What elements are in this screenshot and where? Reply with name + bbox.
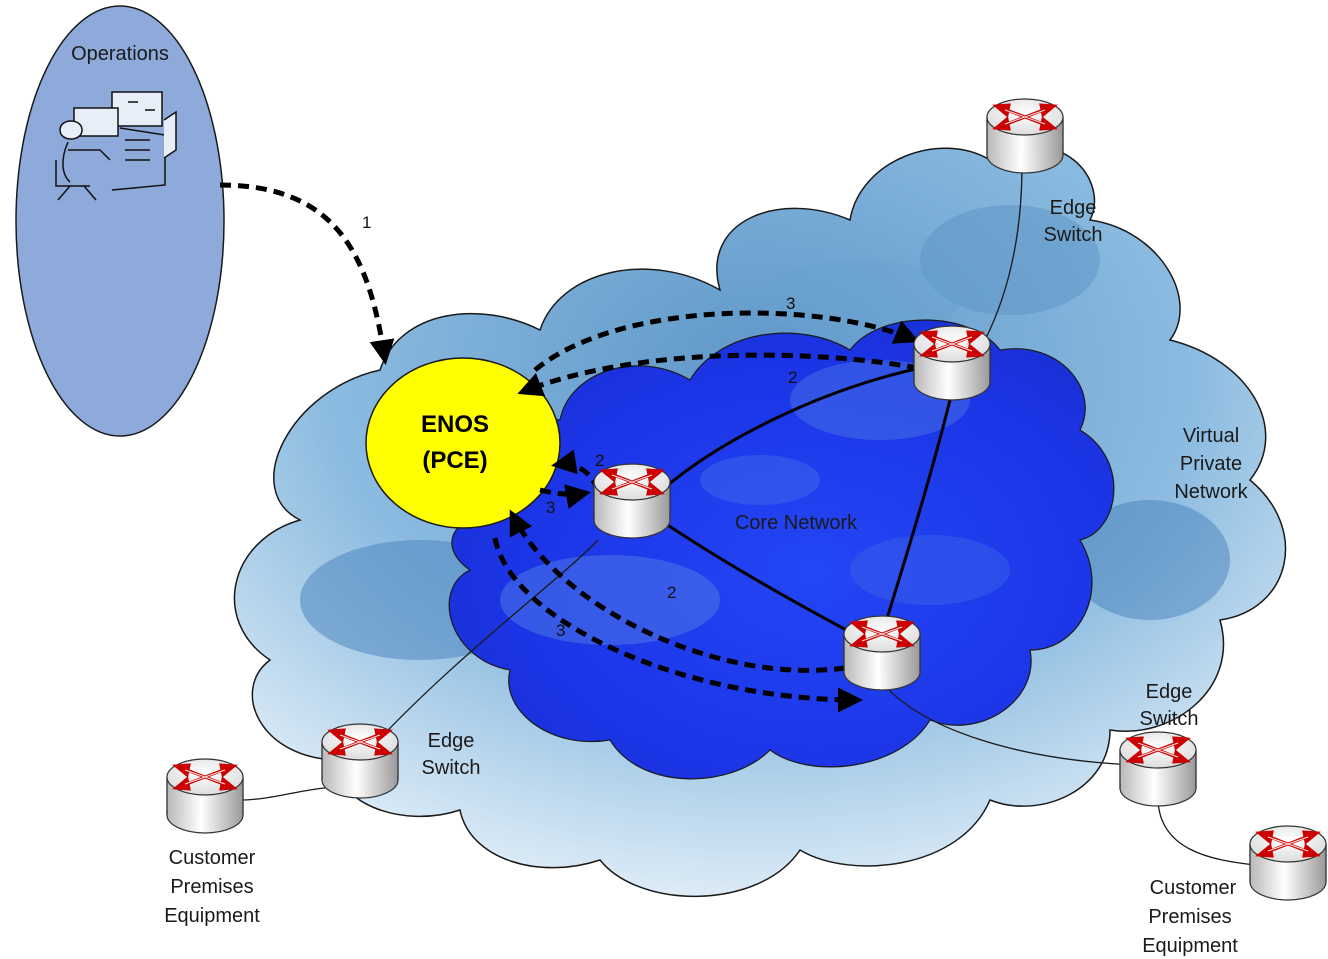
svg-text:Switch: Switch [1140,708,1199,730]
router-core-bottom [842,614,922,692]
router-edge-bottom-right [1118,730,1198,808]
svg-text:Equipment: Equipment [164,905,260,927]
step-label-mid-send: 3 [546,498,555,517]
step-label-mid-return: 2 [595,451,604,470]
operations-ellipse: Operations [15,5,225,437]
svg-text:Premises: Premises [170,876,253,898]
edge-switch-label-bottom-right: Edge Switch [1140,681,1199,730]
step-label-1: 1 [362,213,371,232]
step-label-low-return: 2 [667,583,676,602]
svg-text:Edge: Edge [428,730,475,752]
enos-pce-node: ENOS (PCE) [365,357,561,529]
enos-label: ENOS [421,411,489,438]
vpn-label: Virtual Private Network [1174,425,1248,503]
cpe-label-right: Customer Premises Equipment [1142,877,1238,957]
router-cpe-left [165,757,245,835]
arrow-bottom-router-to-enos [509,509,846,673]
svg-text:Edge: Edge [1146,681,1193,703]
svg-text:Virtual: Virtual [1183,425,1239,447]
svg-text:Switch: Switch [1044,224,1103,246]
arrow-ops-to-enos [219,182,395,365]
edge-links [239,164,1256,866]
svg-text:Edge: Edge [1050,197,1097,219]
core-network-label: Core Network [735,512,858,534]
svg-text:Switch: Switch [422,757,481,779]
edge-switch-label-bottom-left: Edge Switch [422,730,481,779]
arrow-enos-to-top-router [533,310,920,372]
step-label-top-return: 2 [788,368,797,387]
core-links [659,366,952,634]
svg-text:Equipment: Equipment [1142,935,1238,957]
core-cloud [448,319,1115,780]
router-core-left [592,462,672,540]
arrow-top-router-to-enos [517,352,919,397]
arrow-enos-to-right-router [539,484,591,509]
operations-label: Operations [71,43,169,65]
router-cpe-right [1248,824,1328,902]
operator-console-icon [55,91,177,201]
router-core-top [912,324,992,402]
pce-label: (PCE) [422,447,487,474]
step-label-low-send: 3 [556,621,565,640]
svg-text:Customer: Customer [169,847,256,869]
router-edge-bottom-left [320,722,400,800]
cpe-label-left: Customer Premises Equipment [164,847,260,927]
svg-text:Private: Private [1180,453,1242,475]
router-edge-top-right [985,97,1065,175]
svg-text:Network: Network [1174,481,1248,503]
svg-text:Premises: Premises [1148,906,1231,928]
step-label-top-send: 3 [786,294,795,313]
edge-switch-label-top-right: Edge Switch [1044,197,1103,246]
arrow-enos-to-bottom-router [492,537,863,713]
svg-text:Customer: Customer [1150,877,1237,899]
